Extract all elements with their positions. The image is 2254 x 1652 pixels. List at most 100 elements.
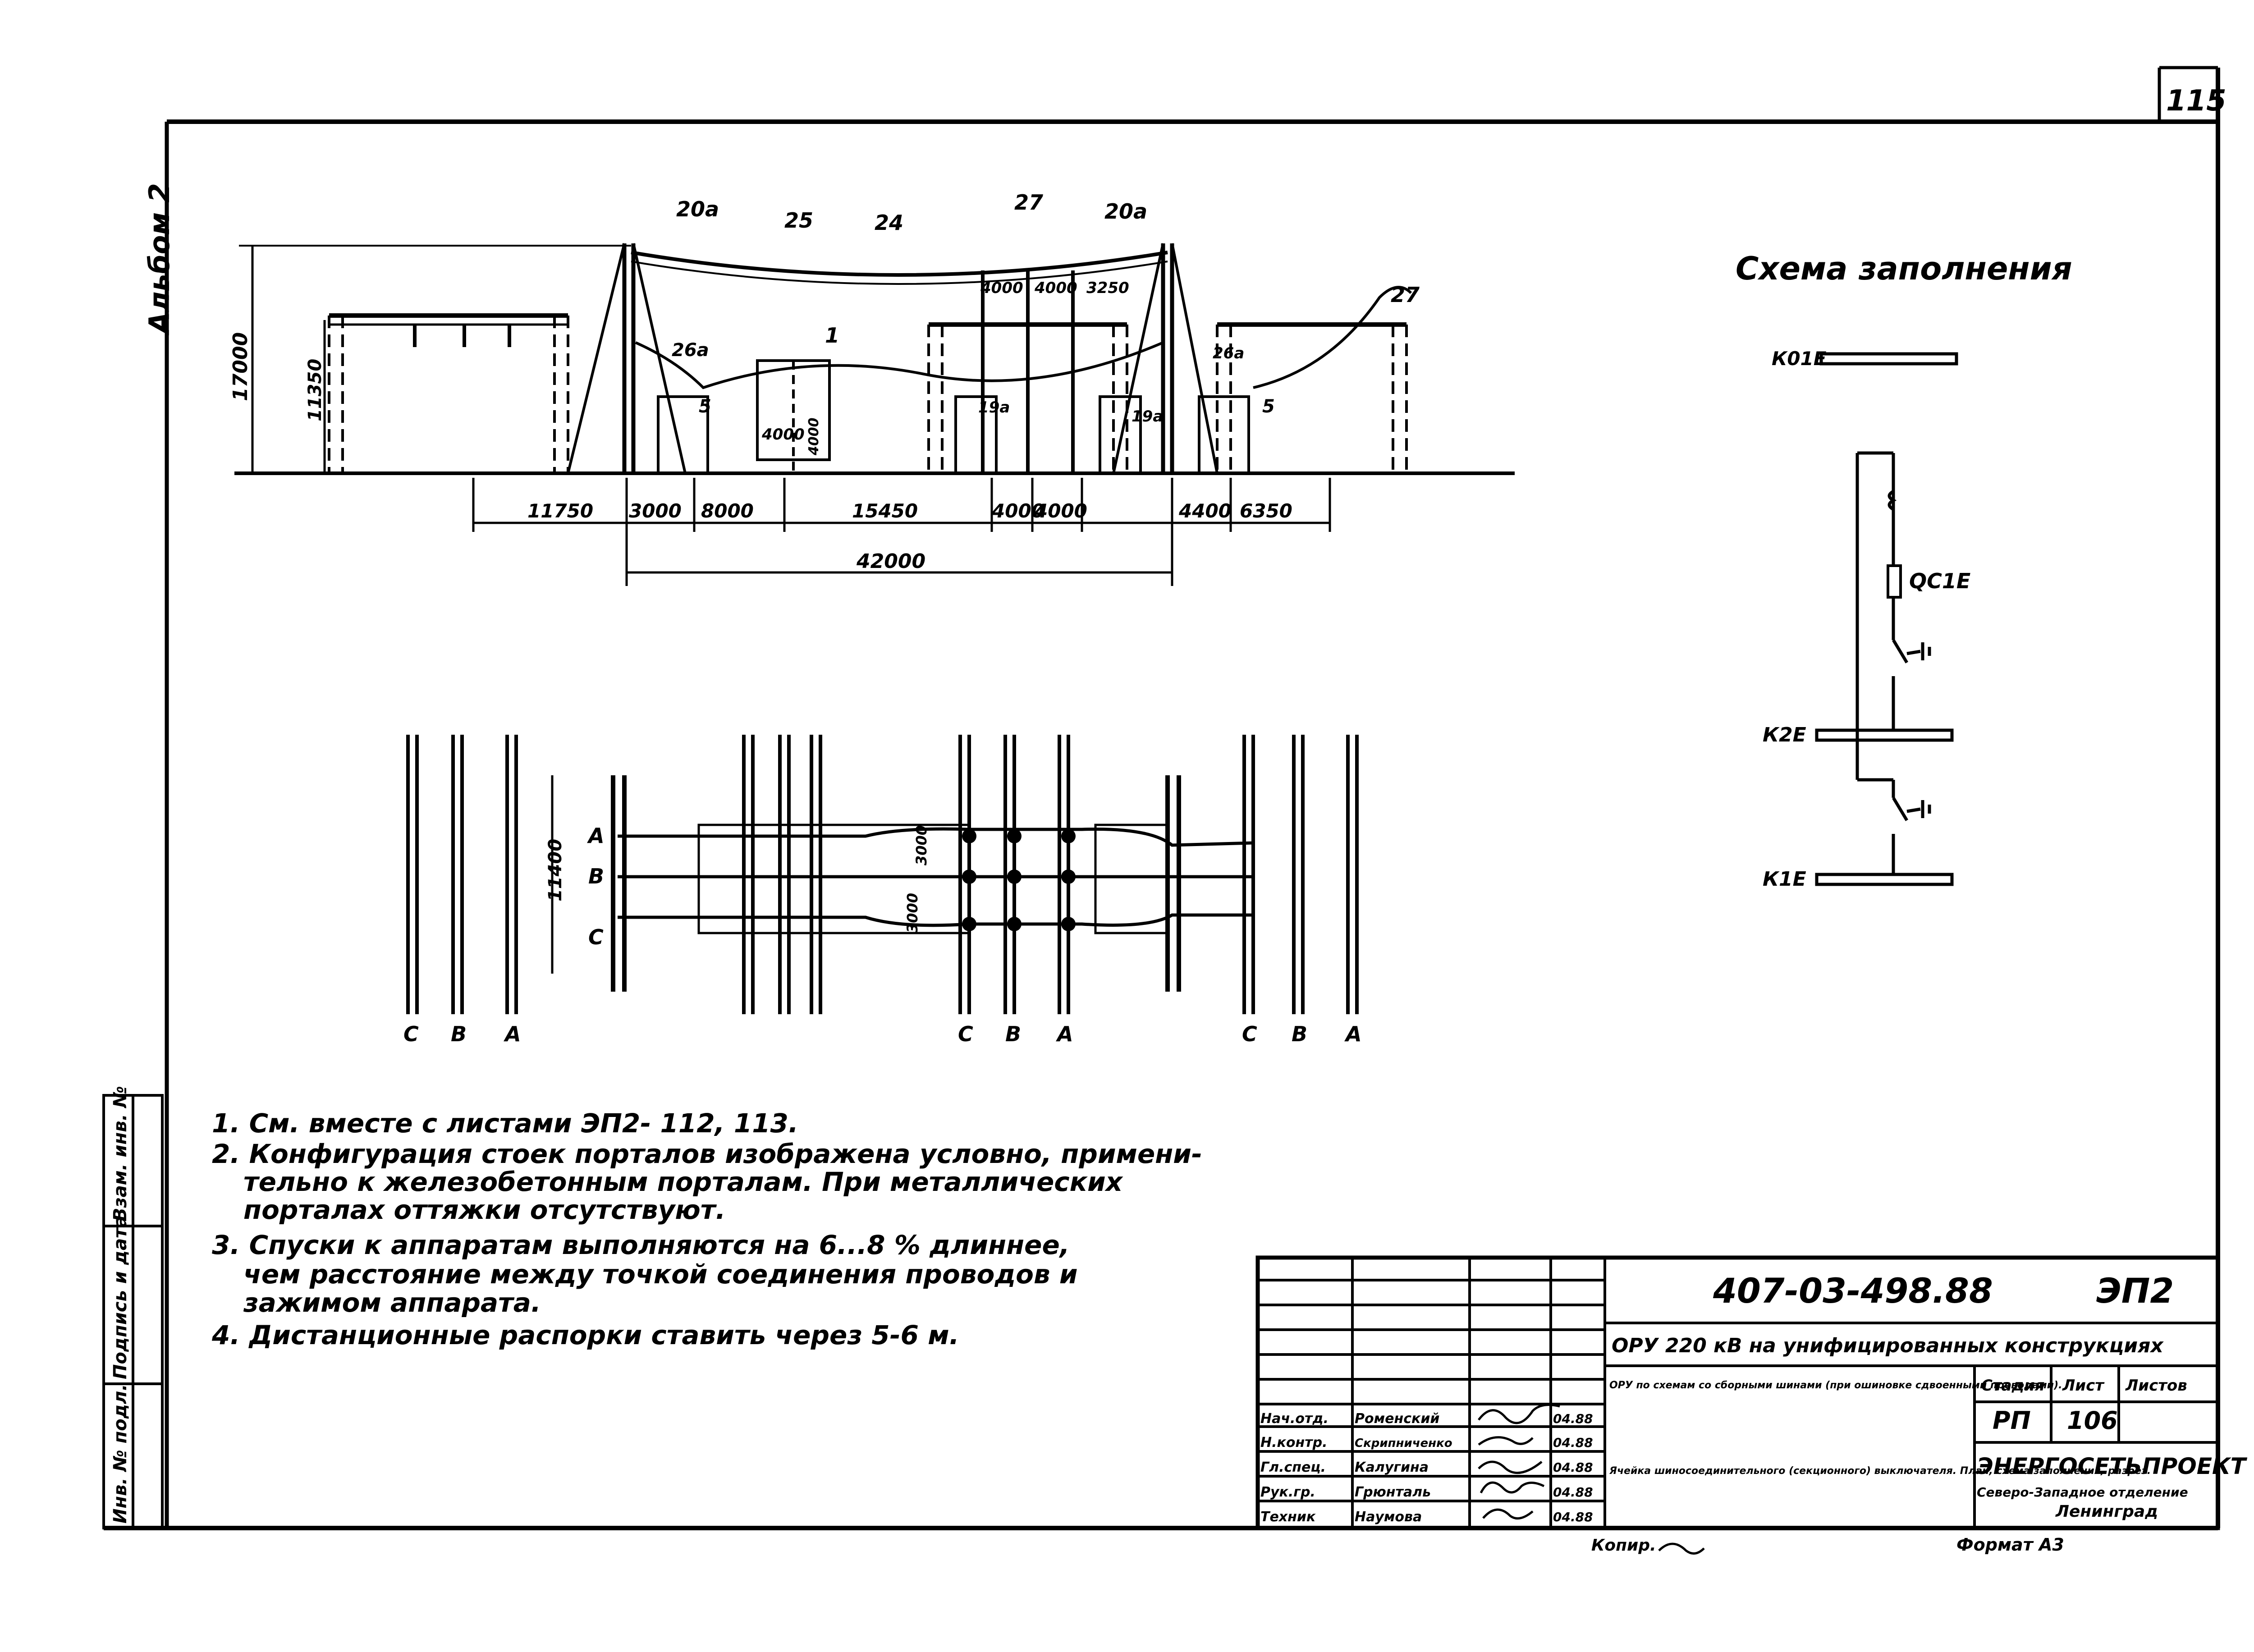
plan-right-busbars	[1242, 735, 1359, 1014]
plan-left-busbars	[406, 735, 518, 1014]
filling-scheme	[1815, 352, 1958, 886]
dim-label: 8000	[701, 500, 754, 522]
stage-header: Стадия	[1981, 1377, 2045, 1395]
staff-name: Калугина	[1355, 1460, 1429, 1475]
city: Ленинград	[2055, 1502, 2158, 1521]
callout: 5	[699, 396, 711, 417]
staff-role: Нач.отд.	[1260, 1411, 1329, 1427]
side-stamp	[102, 1094, 164, 1529]
callout: 27	[1391, 283, 1420, 307]
callout: 1	[825, 323, 839, 348]
dim-label: 4400	[1178, 500, 1232, 522]
note-line-4: порталах оттяжки отсутствуют.	[243, 1194, 726, 1225]
plan-labels: А В С 11400 3000 3000 С В А С В А С В А	[403, 824, 1362, 1046]
note-line-5: 3. Спуски к аппаратам выполняются на 6..…	[212, 1230, 1070, 1260]
callout: 25	[784, 208, 813, 233]
copied-label: Копир.	[1591, 1536, 1656, 1555]
callout: 4000	[980, 279, 1023, 297]
dim-label: 15450	[852, 500, 918, 522]
busbar-wire	[631, 251, 1168, 277]
organization: ЭНЕРГОСЕТЬПРОЕКТ	[1977, 1453, 2248, 1479]
height-label-portal: 11350	[305, 359, 325, 421]
main-portal-right	[1112, 243, 1219, 474]
sheet-no-value: 106	[2067, 1406, 2118, 1435]
album-label: Альбом 2	[143, 183, 176, 336]
left-low-portal	[328, 316, 569, 473]
staff-date: 04.88	[1553, 1510, 1593, 1524]
staff-date: 04.88	[1553, 1460, 1593, 1475]
group-label: А	[504, 1022, 521, 1046]
drawing-title: Ячейка шиносоединительного (секционного)…	[1609, 1465, 2151, 1477]
staff-date: 04.88	[1553, 1411, 1593, 1426]
right-low-portal	[1216, 325, 1408, 473]
plan-phase-conductors	[618, 824, 1254, 934]
staff-rows: Нач.отд. Роменский 04.88 Н.контр. Скрипн…	[1260, 1411, 1593, 1525]
plan-view	[406, 735, 1359, 1014]
group-label: С	[403, 1022, 419, 1046]
plan-portal-right	[1165, 775, 1181, 992]
staff-name: Роменский	[1355, 1411, 1439, 1427]
sheet-number: 115	[2166, 84, 2227, 118]
scheme-label-k01e: К01Е	[1772, 348, 1827, 370]
group-label: С	[958, 1022, 973, 1046]
staff-name: Скрипниченко	[1355, 1437, 1452, 1450]
callout: 26а	[672, 340, 709, 361]
callout: 27	[1014, 190, 1043, 215]
signatures	[1478, 1404, 1705, 1555]
stage-value: РП	[1993, 1406, 2031, 1435]
phase-label: В	[588, 864, 604, 888]
project-title: ОРУ 220 кВ на унифицированных конструкци…	[1612, 1334, 2164, 1357]
section-dimensions: 11750 3000 8000 15450 4000 4000 4400 635…	[527, 500, 1292, 573]
staff-name: Грюнталь	[1355, 1484, 1431, 1500]
breaker-qc1e	[1887, 564, 1902, 599]
callout: 4000	[761, 426, 805, 444]
note-line-2: 2. Конфигурация стоек порталов изображен…	[212, 1139, 1203, 1169]
staff-date: 04.88	[1553, 1485, 1593, 1500]
plan-inner-dim: 3000	[904, 893, 921, 933]
scheme-title: Схема заполнения	[1736, 250, 2072, 287]
sheet-header: Лист	[2062, 1377, 2105, 1395]
callout: 26а	[1213, 344, 1244, 362]
callout: 24	[875, 211, 903, 235]
overall-dimension: 42000	[856, 550, 925, 573]
sheets-header: Листов	[2125, 1377, 2187, 1395]
note-line-8: 4. Дистанционные распорки ставить через …	[212, 1320, 959, 1350]
stamp-replace-label: Взам. инв. №	[110, 1086, 131, 1222]
staff-date: 04.88	[1553, 1435, 1593, 1450]
sheet-code: ЭП2	[2096, 1271, 2174, 1311]
callout: 5	[1262, 396, 1275, 417]
staff-role: Н.контр.	[1260, 1435, 1327, 1451]
phase-label: С	[588, 925, 604, 949]
dim-label: 6350	[1240, 500, 1292, 522]
dim-label: 4000	[1034, 500, 1087, 522]
callout: 4000	[806, 418, 822, 456]
division: Северо-Западное отделение	[1977, 1485, 2188, 1500]
doc-code: 407-03-498.88	[1713, 1271, 1993, 1311]
note-line-6: чем расстояние между точкой соединения п…	[243, 1259, 1078, 1290]
middle-portal	[927, 325, 1128, 473]
staff-name: Наумова	[1355, 1509, 1422, 1525]
group-label: В	[1292, 1022, 1307, 1046]
main-portal-left	[567, 243, 687, 474]
plan-portal-left	[611, 775, 627, 992]
callout: 20а	[1104, 199, 1147, 224]
format-label: Формат А3	[1956, 1535, 2064, 1555]
callout: 4000	[1034, 279, 1077, 297]
note-line-1: 1. См. вместе с листами ЭП2- 112, 113.	[212, 1108, 798, 1139]
drop-wire-left	[635, 341, 1164, 389]
staff-role: Гл.спец.	[1260, 1460, 1326, 1475]
staff-role: Рук.гр.	[1260, 1484, 1315, 1500]
plan-inner-dim: 3000	[913, 825, 930, 865]
stamp-sign-label: Подпись и дата	[110, 1216, 131, 1379]
title-block	[1255, 1255, 2220, 1530]
group-label: А	[1056, 1022, 1073, 1046]
callout: 3250	[1086, 279, 1129, 297]
staff-role: Техник	[1260, 1509, 1316, 1525]
dim-label: 3000	[629, 500, 682, 522]
note-line-3: тельно к железобетонным порталам. При ме…	[243, 1167, 1123, 1197]
plan-apparatus-nodes	[962, 829, 1076, 931]
left-insulators	[413, 325, 511, 347]
group-label: В	[1005, 1022, 1021, 1046]
scheme-label-qc1e: QC1E	[1909, 569, 1970, 593]
